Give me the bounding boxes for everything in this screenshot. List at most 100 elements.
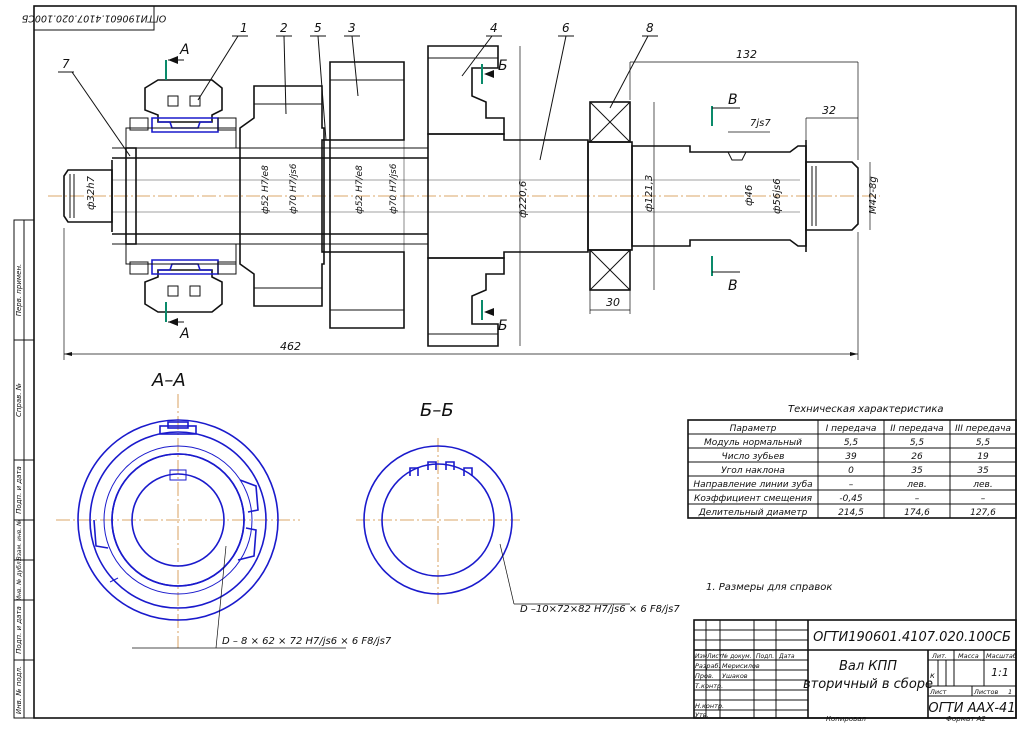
- side-label-vzam: Взам. инв. №: [16, 520, 23, 561]
- callout-8: 8: [646, 21, 654, 35]
- td-0-1: 5,5: [844, 438, 859, 448]
- tb-sheets-label: Листов: [973, 688, 998, 696]
- tb-role-nkontr: Н.контр.: [695, 702, 724, 710]
- hub-top: [125, 127, 237, 149]
- callouts: 1 2 5 3 4 6 8 7: [58, 21, 658, 161]
- section-aa: А–А D – 8 × 62 × 72 H7/js6 × 6 F8/js7: [56, 370, 392, 649]
- td-2-2: 35: [911, 466, 923, 476]
- td-1-1: 39: [845, 452, 857, 462]
- dim-d46: ф46: [744, 185, 755, 206]
- dim-32: 32: [822, 104, 836, 117]
- td-4-3: –: [981, 494, 986, 504]
- td-2-3: 35: [977, 466, 989, 476]
- td-3-3: лев.: [972, 480, 992, 490]
- td-4-0: Коэффициент смещения: [694, 494, 813, 504]
- tb-hdr-doc: № докум.: [721, 653, 752, 660]
- dim-30: 30: [606, 296, 620, 309]
- synchronizer-sleeve-top: [144, 79, 223, 123]
- dimensions: 462 132 32 7js7 30 ф32h7 ф52 H7/e8 ф70 H…: [63, 46, 879, 360]
- td-0-3: 5,5: [976, 438, 991, 448]
- dim-thread: M42-8g: [868, 176, 879, 214]
- side-label-sprav: Справ. №: [15, 383, 23, 417]
- rotated-stamp: ОГТИ190601.4107.020.100СБ: [21, 13, 166, 24]
- section-bb-title: Б–Б: [420, 400, 454, 421]
- keyway: [727, 151, 747, 161]
- td-1-0: Число зубьев: [722, 452, 785, 462]
- th-gear-3: III передача: [955, 424, 1011, 434]
- callout-5: 5: [314, 21, 322, 35]
- dim-d52-2: ф52 H7/e8: [355, 165, 365, 214]
- tb-format: Формат А2: [946, 715, 986, 723]
- note: 1. Размеры для справок: [706, 582, 832, 593]
- td-1-3: 19: [977, 452, 989, 462]
- side-label-dubl: Инв. № дубл.: [16, 559, 23, 600]
- section-mark-v-bottom: В: [728, 278, 738, 294]
- gear-3-bottom: [329, 251, 405, 329]
- gear-4-bottom: [427, 257, 505, 347]
- td-3-1: –: [849, 480, 854, 490]
- title-block: Изм Лист № докум. Подп. Дата Разраб. Мер…: [693, 619, 1017, 719]
- side-label-podp-1: Подп. и дата: [15, 466, 23, 514]
- tb-col-scale: Масштаб: [986, 652, 1017, 660]
- tech-table: Техническая характеристика Параметр I пе…: [687, 404, 1017, 519]
- td-2-0: Угол наклона: [721, 466, 785, 476]
- dim-d220: ф220,6: [518, 181, 529, 218]
- td-3-0: Направление линии зуба: [693, 480, 812, 490]
- section-mark-a-bottom: А: [179, 326, 190, 342]
- callout-4: 4: [490, 21, 498, 35]
- tb-role-utv: Утв.: [695, 711, 709, 719]
- tb-sheet-label: Лист: [929, 688, 947, 696]
- side-label-perv: Перв. примен.: [15, 264, 23, 317]
- tech-table-caption: Техническая характеристика: [788, 404, 944, 415]
- section-aa-spline: D – 8 × 62 × 72 H7/js6 × 6 F8/js7: [222, 636, 392, 647]
- gear-3-top: [329, 61, 405, 141]
- tb-hdr-izm: Изм: [695, 653, 708, 660]
- blocking-ring-bottom: [151, 259, 219, 275]
- tb-lit-value: к: [930, 671, 935, 680]
- tb-role-razrab: Разраб.: [695, 662, 721, 670]
- gear-4-top: [427, 45, 505, 135]
- side-label-podl: Инв. № подл.: [15, 666, 23, 714]
- th-gear-1: I передача: [826, 424, 877, 434]
- td-2-1: 0: [848, 466, 854, 476]
- gear-2: [239, 85, 325, 307]
- callout-7: 7: [62, 57, 70, 71]
- section-aa-title: А–А: [151, 370, 186, 391]
- ring-7: [125, 147, 137, 245]
- tb-hdr-data: Дата: [778, 653, 795, 660]
- section-bb-spline: D –10×72×82 H7/js6 × 6 F8/js7: [520, 604, 680, 615]
- hub-bottom: [125, 243, 237, 265]
- section-mark-b-top: Б: [498, 58, 508, 74]
- td-4-1: -0,45: [839, 494, 863, 504]
- tb-name-line2: вторичный в сборе: [803, 677, 933, 692]
- td-3-2: лев.: [906, 480, 926, 490]
- dim-d52-1: ф52 H7/e8: [261, 165, 271, 214]
- callout-3: 3: [348, 21, 356, 35]
- tb-name-line1: Вал КПП: [839, 659, 897, 674]
- callout-6: 6: [562, 21, 570, 35]
- tb-role-prov: Пров.: [695, 672, 714, 680]
- shaft-thread-end: [805, 161, 859, 231]
- tb-role-tkontr: Т.контр.: [695, 682, 723, 690]
- dim-overall: 462: [280, 340, 301, 353]
- tb-hdr-list: Лист: [706, 653, 723, 660]
- tb-name-razrab: Мерисилов: [722, 662, 760, 670]
- dim-d56: ф56js6: [772, 178, 783, 214]
- section-mark-v-top: В: [728, 92, 738, 108]
- td-5-1: 214,5: [838, 508, 864, 518]
- callout-2: 2: [280, 21, 288, 35]
- synchronizer-sleeve-bottom: [144, 269, 223, 313]
- blocking-ring-top: [151, 117, 219, 133]
- tb-scale-value: 1:1: [991, 666, 1009, 679]
- tb-hdr-podp: Подп.: [756, 653, 774, 660]
- td-0-0: Модуль нормальный: [704, 438, 802, 448]
- td-0-2: 5,5: [910, 438, 925, 448]
- th-gear-2: II передача: [890, 424, 943, 434]
- tb-name-prov: Ушаков: [722, 672, 748, 680]
- section-markers: А А Б Б В В: [165, 42, 740, 342]
- td-5-3: 127,6: [970, 508, 996, 518]
- td-5-0: Делительный диаметр: [698, 508, 808, 518]
- tb-copied: Копировал: [826, 715, 867, 723]
